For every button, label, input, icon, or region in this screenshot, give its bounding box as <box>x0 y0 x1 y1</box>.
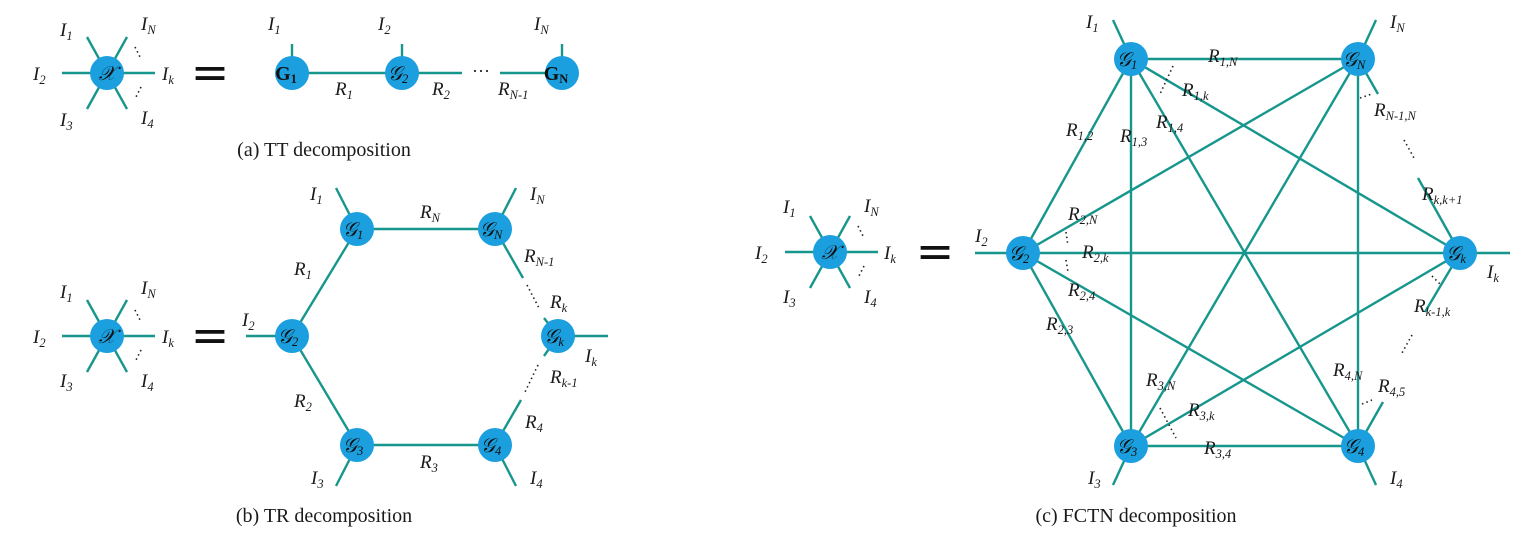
svg-text:Rk,k+1: Rk,k+1 <box>1421 184 1463 207</box>
svg-text:I4: I4 <box>140 108 154 131</box>
fctn-equals: = <box>916 224 955 278</box>
svg-text:I4: I4 <box>529 468 543 491</box>
svg-text:R2,k: R2,k <box>1081 242 1109 265</box>
svg-text:R4,N: R4,N <box>1332 360 1363 383</box>
svg-text:···: ··· <box>472 61 490 81</box>
svg-text:I1: I1 <box>267 14 281 37</box>
svg-text:IN: IN <box>533 14 549 37</box>
tr-core-1: 𝒢1 <box>343 219 364 242</box>
fctn-caption: (c) FCTN decomposition <box>1035 505 1236 527</box>
svg-text:I3: I3 <box>59 110 73 133</box>
tt-tensor-x: 𝒳 I1 IN I2 Ik I3 I4 <box>32 14 174 133</box>
svg-text:I2: I2 <box>974 226 988 249</box>
svg-text:I1: I1 <box>59 20 73 43</box>
svg-text:Rk-1: Rk-1 <box>549 367 578 390</box>
svg-text:I2: I2 <box>241 310 255 333</box>
tr-core-k: 𝒢k <box>544 326 564 349</box>
svg-text:I1: I1 <box>782 197 796 220</box>
tr-panel: 𝒳 I1 IN I2 Ik I3 I4 = <box>32 184 608 527</box>
svg-text:R1,k: R1,k <box>1181 80 1209 103</box>
svg-text:R1: R1 <box>334 79 353 102</box>
svg-text:Ik: Ik <box>161 327 174 350</box>
fctn-core-2: 𝒢2 <box>1009 243 1030 266</box>
svg-text:IN: IN <box>863 196 879 219</box>
svg-text:IN: IN <box>140 278 156 301</box>
svg-text:I4: I4 <box>140 371 154 394</box>
svg-text:R2: R2 <box>293 391 312 414</box>
svg-text:Ik: Ik <box>883 243 896 266</box>
svg-text:I1: I1 <box>309 184 323 207</box>
fctn-tensor-x: 𝒳 I1 IN I2 Ik I3 I4 <box>754 196 896 310</box>
tt-equals: = <box>191 45 230 99</box>
fctn-core-k: 𝒢k <box>1446 243 1466 266</box>
fctn-core-3: 𝒢3 <box>1117 436 1138 459</box>
svg-text:R1,4: R1,4 <box>1155 112 1183 135</box>
svg-text:R3: R3 <box>419 452 438 475</box>
tt-caption: (a) TT decomposition <box>237 139 411 161</box>
tt-panel: 𝒳 I1 IN I2 Ik I3 I4 = G1 𝒢2 GN ··· I1 I2… <box>32 14 579 161</box>
svg-text:RN-1: RN-1 <box>497 79 528 102</box>
svg-text:Rk: Rk <box>549 292 568 315</box>
tr-core-4: 𝒢4 <box>481 435 502 458</box>
fctn-core-4: 𝒢4 <box>1344 436 1365 459</box>
svg-text:I3: I3 <box>59 371 73 394</box>
fctn-core-N: 𝒢N <box>1343 49 1366 72</box>
svg-text:RN-1,N: RN-1,N <box>1373 100 1416 123</box>
svg-text:RN-1: RN-1 <box>523 246 554 269</box>
svg-text:I2: I2 <box>32 64 46 87</box>
svg-text:I1: I1 <box>59 282 73 305</box>
svg-text:I3: I3 <box>1087 468 1101 491</box>
tr-core-2: 𝒢2 <box>278 326 299 349</box>
svg-text:I4: I4 <box>1389 468 1403 491</box>
svg-text:I2: I2 <box>32 327 46 350</box>
svg-text:I3: I3 <box>782 287 796 310</box>
svg-text:R2: R2 <box>431 79 450 102</box>
svg-text:R2,N: R2,N <box>1067 204 1098 227</box>
svg-text:I2: I2 <box>377 14 391 37</box>
svg-text:R3,N: R3,N <box>1145 370 1176 393</box>
svg-text:I4: I4 <box>863 287 877 310</box>
tr-equals: = <box>191 308 230 362</box>
svg-text:R1,2: R1,2 <box>1065 120 1093 143</box>
svg-text:R1,3: R1,3 <box>1119 126 1147 149</box>
svg-text:Ik: Ik <box>584 346 597 369</box>
svg-text:R4: R4 <box>524 412 543 435</box>
tt-core-2: 𝒢2 <box>388 63 409 86</box>
tr-core-N: 𝒢N <box>480 219 503 242</box>
tr-ring: 𝒢1 𝒢N 𝒢2 𝒢k 𝒢3 𝒢4 I1 IN I2 Ik I3 I4 RN R… <box>241 184 608 491</box>
svg-text:I1: I1 <box>1085 12 1099 35</box>
svg-text:Rk-1,k: Rk-1,k <box>1413 296 1451 319</box>
svg-text:R2,3: R2,3 <box>1045 314 1073 337</box>
svg-text:R1: R1 <box>293 259 312 282</box>
svg-text:R3,4: R3,4 <box>1203 438 1231 461</box>
svg-text:RN: RN <box>419 202 441 225</box>
svg-text:Ik: Ik <box>161 64 174 87</box>
svg-text:IN: IN <box>1389 12 1405 35</box>
svg-text:IN: IN <box>529 184 545 207</box>
fctn-network: 𝒢1 𝒢N 𝒢2 𝒢k 𝒢3 𝒢4 I1 IN I2 Ik I3 I4 R1,N… <box>974 12 1510 491</box>
svg-text:R3,k: R3,k <box>1187 400 1215 423</box>
tt-train: G1 𝒢2 GN ··· I1 I2 IN R1 R2 RN-1 <box>267 14 579 102</box>
svg-text:I2: I2 <box>754 243 768 266</box>
tt-core-N: GN <box>544 63 569 86</box>
tr-tensor-x: 𝒳 I1 IN I2 Ik I3 I4 <box>32 278 174 394</box>
svg-text:IN: IN <box>140 14 156 37</box>
svg-text:R2,4: R2,4 <box>1067 280 1095 303</box>
svg-text:R1,N: R1,N <box>1207 46 1238 69</box>
fctn-core-1: 𝒢1 <box>1117 49 1138 72</box>
svg-text:Ik: Ik <box>1486 262 1499 285</box>
svg-text:R4,5: R4,5 <box>1377 376 1405 399</box>
fctn-panel: 𝒳 I1 IN I2 Ik I3 I4 = <box>754 12 1510 527</box>
tr-caption: (b) TR decomposition <box>236 505 412 527</box>
tr-core-3: 𝒢3 <box>343 435 364 458</box>
svg-text:I3: I3 <box>310 468 324 491</box>
tt-core-1: G1 <box>275 63 297 86</box>
